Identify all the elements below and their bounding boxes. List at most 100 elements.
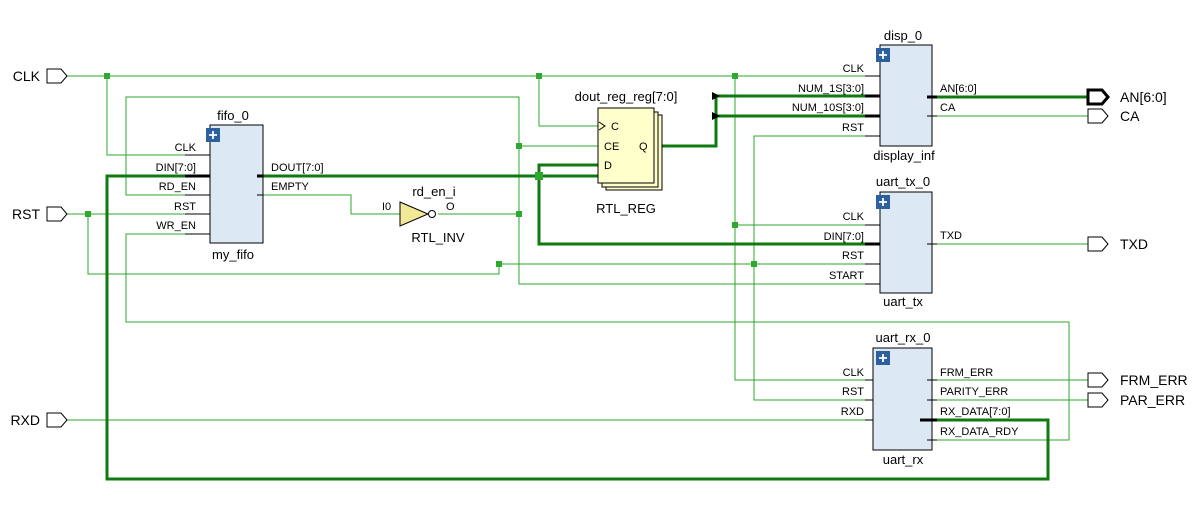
inverter-pin-in: I0 xyxy=(382,201,391,213)
register-pin-c: C xyxy=(611,121,619,133)
inverter-instance-name: rd_en_i xyxy=(412,184,455,199)
port-ca-symbol[interactable] xyxy=(1087,108,1109,124)
fifo-cell[interactable]: fifo_0 CLK DIN[7:0] RD_EN RST WR_EN DOUT… xyxy=(156,108,324,262)
uart-rx-pin-stubs xyxy=(865,379,937,441)
uart-rx-pin-frm-err: FRM_ERR xyxy=(940,367,993,379)
port-rxd-label: RXD xyxy=(10,412,40,428)
disp-pin-clk: CLK xyxy=(843,63,865,75)
net-clk[interactable] xyxy=(67,75,880,381)
bus-rx-data[interactable] xyxy=(105,174,1050,481)
port-frm-err-label: FRM_ERR xyxy=(1120,372,1188,388)
port-txd-symbol[interactable] xyxy=(1087,236,1109,252)
inverter-type: RTL_INV xyxy=(411,230,465,245)
uart-tx-pin-din: DIN[7:0] xyxy=(824,231,864,243)
uart-rx-instance-name: uart_rx_0 xyxy=(876,330,931,345)
fifo-pin-dout: DOUT[7:0] xyxy=(271,162,324,174)
disp-pin-an: AN[6:0] xyxy=(940,83,977,95)
register-pin-q: Q xyxy=(639,141,648,153)
output-ports: AN[6:0] CA TXD FRM_ERR PAR_ERR xyxy=(1086,88,1188,408)
port-rxd-symbol[interactable] xyxy=(46,412,68,428)
uart-rx-cell[interactable]: uart_rx_0 CLK RST RXD FRM_ERR PARITY_ERR… xyxy=(841,330,1019,467)
bus-ripper xyxy=(712,92,720,120)
fifo-pin-din: DIN[7:0] xyxy=(156,162,196,174)
plus-icon xyxy=(209,131,217,139)
clock-edge-icon xyxy=(598,121,606,131)
plus-icon xyxy=(879,354,887,362)
register-pin-ce: CE xyxy=(604,141,619,153)
disp-pin-ca: CA xyxy=(940,102,956,114)
port-par-err-label: PAR_ERR xyxy=(1120,392,1185,408)
junction-dot xyxy=(496,261,502,267)
inverter-cell[interactable]: rd_en_i I0 O RTL_INV xyxy=(382,184,465,245)
register-instance-name: dout_reg_reg[7:0] xyxy=(575,89,678,104)
net-rx-data-rdy[interactable] xyxy=(125,233,1070,441)
uart-tx-instance-name: uart_tx_0 xyxy=(876,174,930,189)
port-an-label: AN[6:0] xyxy=(1120,89,1167,105)
input-ports: CLK RST RXD xyxy=(10,68,68,428)
junction-dot xyxy=(516,143,522,149)
uart-tx-pin-rst: RST xyxy=(842,250,864,262)
register-body[interactable] xyxy=(597,107,655,184)
net-rst[interactable] xyxy=(67,135,880,401)
port-an-symbol[interactable] xyxy=(1086,88,1110,106)
junction-dot xyxy=(732,222,738,228)
fifo-pin-empty: EMPTY xyxy=(271,181,310,193)
disp-cell[interactable]: disp_0 CLK NUM_1S[3:0] NUM_10S[3:0] RST … xyxy=(792,28,977,163)
port-clk-symbol[interactable] xyxy=(46,68,68,84)
disp-pin-stubs xyxy=(865,75,937,137)
uart-rx-pin-rxd: RXD xyxy=(841,406,864,418)
uart-tx-pin-clk: CLK xyxy=(843,211,865,223)
junction-dot xyxy=(85,211,91,217)
fifo-pin-rst: RST xyxy=(174,201,196,213)
uart-tx-module-name: uart_tx xyxy=(883,294,923,309)
uart-tx-pin-start: START xyxy=(829,270,864,282)
junction-dot xyxy=(751,261,757,267)
inverter-pin-out: O xyxy=(446,201,455,213)
fifo-pin-wr-en: WR_EN xyxy=(156,220,196,232)
register-cell[interactable]: dout_reg_reg[7:0] C CE D Q RTL_REG xyxy=(575,89,678,216)
fifo-instance-name: fifo_0 xyxy=(217,108,249,123)
uart-rx-pin-rx-data-rdy: RX_DATA_RDY xyxy=(940,426,1019,438)
nets xyxy=(67,73,1088,481)
fifo-pin-stubs xyxy=(185,154,263,235)
port-rst-label: RST xyxy=(12,206,40,222)
uart-rx-module-name: uart_rx xyxy=(883,452,924,467)
junction-dot xyxy=(104,73,110,79)
register-type: RTL_REG xyxy=(596,201,656,216)
fifo-module-name: my_fifo xyxy=(212,247,254,262)
junction-dot xyxy=(732,73,738,79)
fifo-pin-rd-en: RD_EN xyxy=(159,181,196,193)
disp-bus-stubs xyxy=(865,94,937,118)
uart-rx-pin-rst: RST xyxy=(842,386,864,398)
inverter-bubble xyxy=(428,210,436,218)
port-clk-label: CLK xyxy=(13,68,41,84)
disp-pin-rst: RST xyxy=(842,122,864,134)
uart-rx-pin-clk: CLK xyxy=(843,367,865,379)
uart-tx-pin-stubs xyxy=(865,224,937,285)
disp-pin-num-10s: NUM_10S[3:0] xyxy=(792,102,864,114)
junction-dot xyxy=(516,211,522,217)
uart-rx-pin-rx-data: RX_DATA[7:0] xyxy=(940,406,1011,418)
uart-tx-cell[interactable]: uart_tx_0 CLK DIN[7:0] RST START TXD uar… xyxy=(824,174,962,309)
junction-dot xyxy=(535,172,543,180)
plus-icon xyxy=(879,198,887,206)
bus-q[interactable] xyxy=(654,94,880,148)
net-empty[interactable] xyxy=(257,194,400,215)
register-pin-d: D xyxy=(604,160,612,172)
inverter-triangle[interactable] xyxy=(399,201,430,227)
net-rd-en[interactable] xyxy=(125,96,880,285)
port-ca-label: CA xyxy=(1120,108,1140,124)
fifo-pin-clk: CLK xyxy=(175,142,197,154)
port-par-err-symbol[interactable] xyxy=(1087,392,1109,408)
disp-instance-name: disp_0 xyxy=(884,28,922,43)
fifo-body[interactable] xyxy=(209,124,264,244)
uart-rx-pin-parity-err: PARITY_ERR xyxy=(940,386,1008,398)
junction-dot xyxy=(536,73,542,79)
bus-dout[interactable] xyxy=(257,163,880,246)
uart-tx-pin-txd: TXD xyxy=(940,230,962,242)
port-txd-label: TXD xyxy=(1120,236,1148,252)
port-frm-err-symbol[interactable] xyxy=(1087,372,1109,388)
disp-module-name: display_inf xyxy=(873,148,935,163)
port-rst-symbol[interactable] xyxy=(46,206,68,222)
